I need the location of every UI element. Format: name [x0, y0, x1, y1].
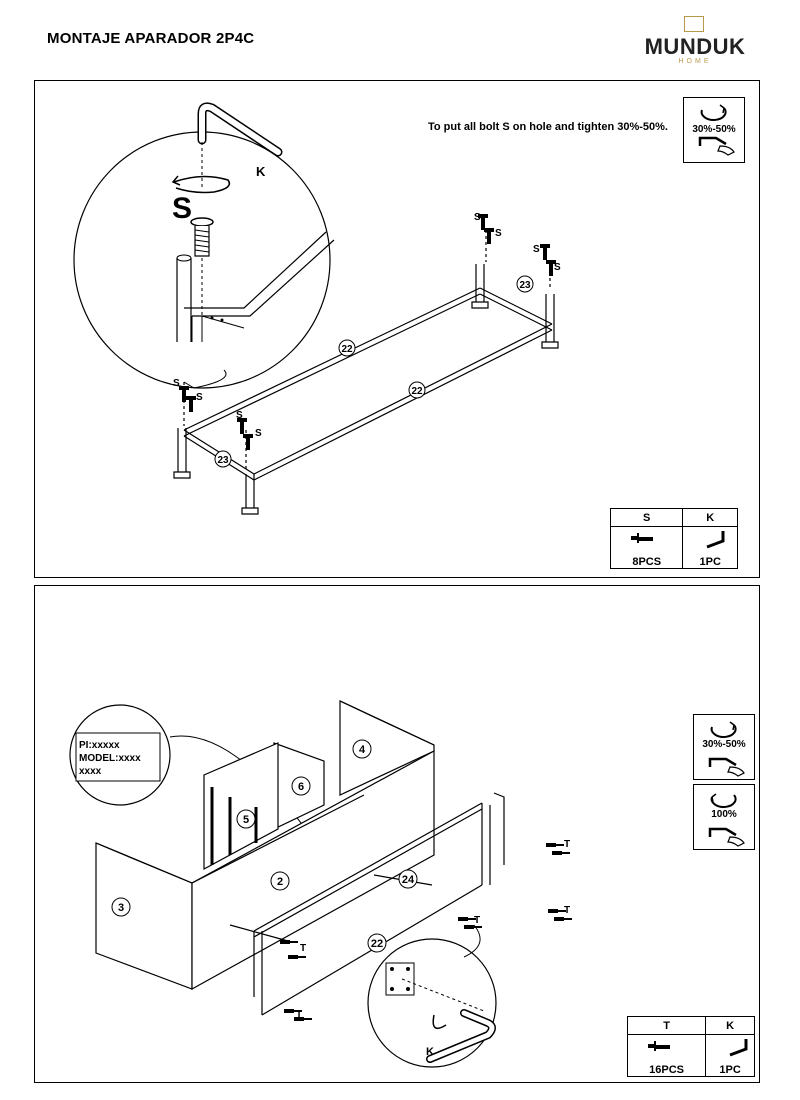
step1-assembly-drawing: S K S S S S: [73, 102, 561, 515]
allen-key-icon: [706, 531, 725, 549]
step2-torque-label-b: 100%: [711, 809, 737, 820]
svg-text:MODEL:xxxx: MODEL:xxxx: [79, 753, 141, 764]
part-23-callout-a: 23: [214, 450, 232, 468]
svg-text:S: S: [196, 392, 203, 403]
step1-panel: [34, 80, 760, 578]
step2-torque-box-b: 100%: [693, 784, 755, 850]
torque-wrench-full-icon: [708, 793, 745, 847]
part-4-callout: 4: [352, 739, 372, 759]
bolt-icon: [648, 1041, 670, 1051]
part-5-callout: 5: [236, 809, 256, 829]
svg-text:T: T: [474, 915, 480, 926]
torque-wrench-icon: [698, 104, 735, 156]
svg-text:S: S: [554, 262, 561, 273]
zoom-key-label: K: [256, 164, 266, 179]
logo-name: MUNDUK: [644, 34, 746, 59]
step1-part-k-code: K: [682, 508, 738, 527]
cabinet-body: [95, 700, 435, 991]
svg-text:S: S: [533, 244, 540, 255]
product-label-zoom: [69, 704, 321, 850]
product-label-text: PI:xxxxx MODEL:xxxx xxxx: [79, 740, 141, 777]
step2-assembly-drawing: PI:xxxxx MODEL:xxxx xxxx: [69, 700, 572, 1068]
step2-panel: [34, 585, 760, 1083]
fitting-zoom-detail: [367, 924, 497, 1068]
svg-text:23: 23: [217, 455, 229, 466]
step1-part-s-qty: 8PCS: [632, 556, 662, 568]
svg-text:S: S: [474, 212, 481, 223]
part-22-callout-a: 22: [338, 339, 356, 357]
svg-text:T: T: [296, 1009, 302, 1020]
step2-torque-box-a: 30%-50%: [693, 714, 755, 780]
svg-text:T: T: [300, 943, 306, 954]
step1-torque-label: 30%-50%: [692, 124, 736, 135]
svg-text:T: T: [564, 839, 570, 850]
part-24-callout: 24: [398, 869, 418, 889]
svg-text:22: 22: [371, 938, 383, 950]
part-22-callout-b: 22: [408, 381, 426, 399]
svg-text:23: 23: [519, 280, 531, 291]
bolt-t-group: [280, 843, 572, 1021]
step1-parts-table: S K 8PCS 1PC: [609, 508, 738, 569]
svg-text:2: 2: [277, 876, 283, 888]
step1-torque-box: 30%-50%: [683, 97, 745, 163]
part-2-callout: 2: [270, 871, 290, 891]
part-23-callout-b: 23: [516, 275, 534, 293]
svg-text:S: S: [173, 378, 180, 389]
fitting-key-label: K: [426, 1046, 434, 1058]
svg-text:22: 22: [341, 344, 353, 355]
svg-text:24: 24: [402, 874, 415, 886]
step1-part-k-cell: 1PC: [682, 526, 738, 569]
zoom-bolt-label: S: [172, 192, 192, 225]
step2-part-k-cell: 1PC: [705, 1034, 755, 1077]
logo-sub: HOME: [678, 58, 712, 65]
svg-text:3: 3: [118, 902, 124, 914]
step2-part-t-qty: 16PCS: [649, 1064, 684, 1076]
step2-part-t-code: T: [626, 1016, 707, 1035]
step1-instruction: To put all bolt S on hole and tighten 30…: [428, 121, 668, 133]
svg-text:xxxx: xxxx: [79, 766, 102, 777]
step1-part-s-code: S: [609, 508, 684, 527]
allen-key-icon: [729, 1039, 748, 1057]
step2-part-k-qty: 1PC: [719, 1064, 741, 1076]
step2-parts-table: T K 16PCS 1PC: [626, 1016, 755, 1077]
svg-text:5: 5: [243, 814, 249, 826]
munduk-logo: MUNDUK HOME: [640, 14, 750, 70]
svg-text:T: T: [564, 905, 570, 916]
step2-part-k-code: K: [705, 1016, 755, 1035]
svg-text:6: 6: [298, 781, 304, 793]
bolt-zoom-detail: [73, 102, 335, 389]
part-22-callout: 22: [367, 933, 387, 953]
svg-text:4: 4: [359, 744, 366, 756]
document-title: MONTAJE APARADOR 2P4C: [47, 30, 255, 47]
bolt-s-group: [179, 214, 556, 450]
bolt-t-labels: T T T T T: [296, 839, 570, 1020]
svg-text:22: 22: [411, 386, 423, 397]
bolt-s-labels: S S S S S S S S: [173, 212, 561, 439]
torque-wrench-icon: [708, 721, 745, 777]
step1-part-k-qty: 1PC: [699, 556, 721, 568]
step2-torque-label-a: 30%-50%: [702, 739, 746, 750]
svg-text:S: S: [495, 228, 502, 239]
svg-text:S: S: [236, 410, 243, 421]
logo-mark-icon: [684, 16, 704, 32]
step1-part-s-cell: 8PCS: [609, 526, 684, 569]
bolt-icon: [631, 533, 653, 543]
step2-part-t-cell: 16PCS: [626, 1034, 707, 1077]
part-6-callout: 6: [291, 776, 311, 796]
part-3-callout: 3: [111, 897, 131, 917]
svg-text:PI:xxxxx: PI:xxxxx: [79, 740, 120, 751]
svg-text:S: S: [255, 428, 262, 439]
